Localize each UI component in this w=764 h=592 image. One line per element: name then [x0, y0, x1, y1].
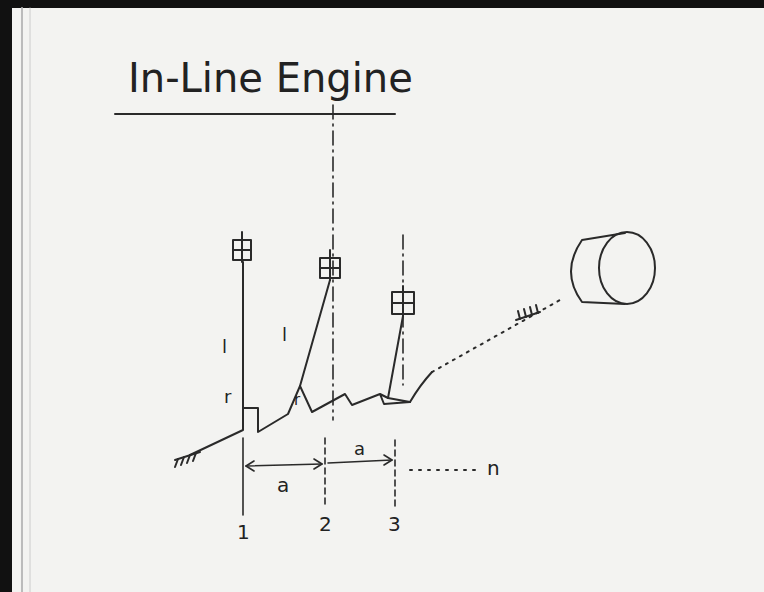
radius-label: r	[224, 388, 231, 406]
cylinder-number: 1	[237, 522, 250, 542]
pitch-label: a	[277, 475, 289, 495]
title: In-Line Engine	[128, 58, 413, 98]
cylinder-number: 3	[388, 514, 401, 534]
pitch-label: a	[354, 440, 365, 458]
radius-label: r	[294, 393, 300, 408]
length-label: l	[282, 326, 287, 344]
cylinder-number: n	[487, 458, 500, 478]
cylinder-number: 2	[319, 514, 332, 534]
length-label: l	[222, 338, 227, 356]
